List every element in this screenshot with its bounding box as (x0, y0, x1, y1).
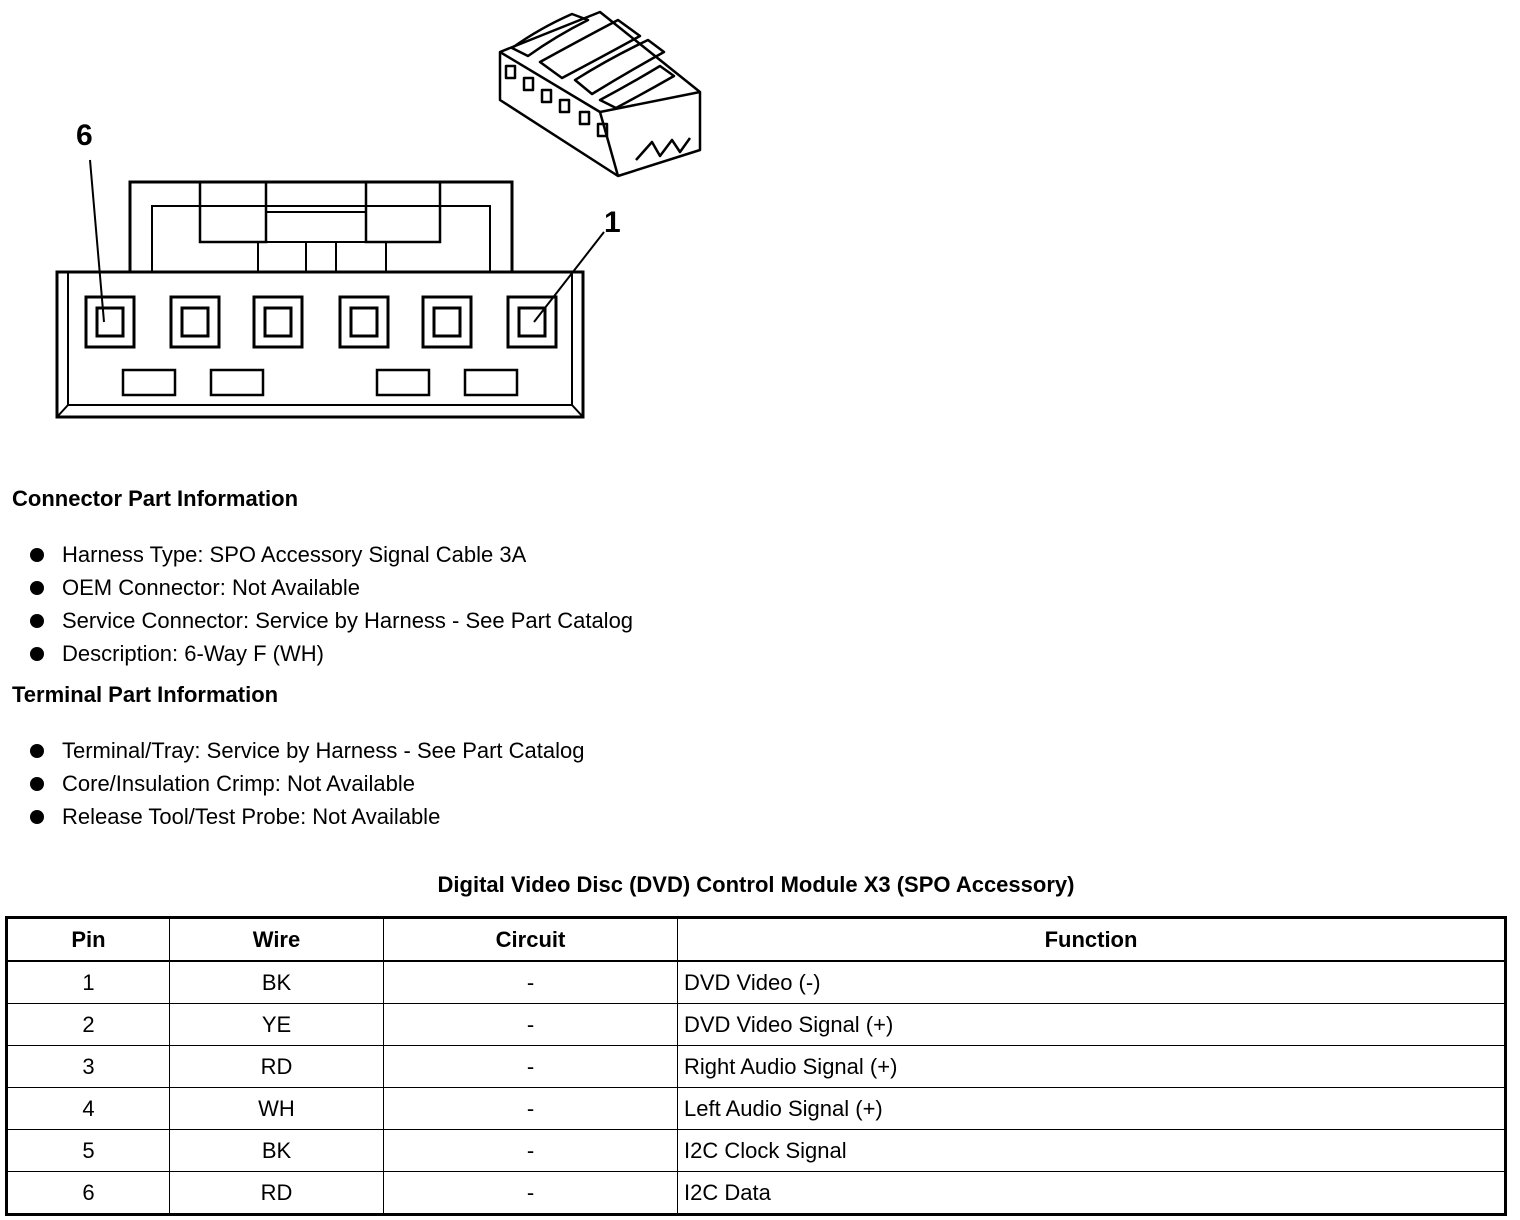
circuit-cell: - (383, 1129, 678, 1172)
function-cell: DVD Video Signal (+) (677, 1003, 1506, 1046)
bullet-icon (30, 614, 44, 628)
wire-cell: RD (169, 1045, 384, 1088)
column-header-function: Function (677, 917, 1506, 962)
column-header-circuit: Circuit (383, 917, 678, 962)
list-item: OEM Connector: Not Available (30, 571, 633, 604)
bullet-icon (30, 647, 44, 661)
bullet-icon (30, 581, 44, 595)
table-row: 1 BK - DVD Video (-) (6, 960, 1506, 1004)
list-item: Terminal/Tray: Service by Harness - See … (30, 734, 585, 767)
wire-cell: YE (169, 1003, 384, 1046)
bullet-icon (30, 744, 44, 758)
function-cell: Right Audio Signal (+) (677, 1045, 1506, 1088)
table-row: 5 BK - I2C Clock Signal (6, 1129, 1506, 1172)
circuit-cell: - (383, 1003, 678, 1046)
bullet-icon (30, 777, 44, 791)
wire-cell: RD (169, 1171, 384, 1215)
connector-info-title: Connector Part Information (12, 486, 299, 511)
table-row: 6 RD - I2C Data (6, 1171, 1506, 1215)
cavity-pin-4 (252, 295, 304, 349)
cavity-pin-6 (84, 295, 136, 349)
pinout-table: Pin Wire Circuit Function 1 BK - DVD Vid… (5, 916, 1507, 1216)
list-item: Service Connector: Service by Harness - … (30, 604, 633, 637)
function-cell: DVD Video (-) (677, 960, 1506, 1004)
column-header-pin: Pin (6, 917, 170, 962)
wire-cell: BK (169, 1129, 384, 1172)
pin-1-label: 1 (604, 206, 621, 239)
pin-cell: 5 (6, 1129, 170, 1172)
function-cell: Left Audio Signal (+) (677, 1087, 1506, 1130)
list-item: Core/Insulation Crimp: Not Available (30, 767, 585, 800)
pin-cell: 3 (6, 1045, 170, 1088)
pin-leader-lines (89, 159, 605, 323)
wire-cell: WH (169, 1087, 384, 1130)
table-row: 2 YE - DVD Video Signal (+) (6, 1003, 1506, 1046)
circuit-cell: - (383, 1045, 678, 1088)
list-item: Harness Type: SPO Accessory Signal Cable… (30, 538, 633, 571)
terminal-info-title: Terminal Part Information (12, 682, 279, 707)
terminal-info-list: Terminal/Tray: Service by Harness - See … (30, 734, 585, 833)
cavity-pin-2 (421, 295, 473, 349)
circuit-cell: - (383, 1171, 678, 1215)
bullet-icon (30, 810, 44, 824)
cavity-pin-1 (506, 295, 558, 349)
function-cell: I2C Data (677, 1171, 1506, 1215)
bullet-icon (30, 548, 44, 562)
table-row: 4 WH - Left Audio Signal (+) (6, 1087, 1506, 1130)
column-header-wire: Wire (169, 917, 384, 962)
lower-slots (121, 368, 519, 397)
function-cell: I2C Clock Signal (677, 1129, 1506, 1172)
circuit-cell: - (383, 960, 678, 1004)
terminal-cavities (84, 295, 558, 349)
wire-cell: BK (169, 960, 384, 1004)
cavity-pin-5 (169, 295, 221, 349)
table-header-row: Pin Wire Circuit Function (6, 917, 1506, 962)
connector-info-list: Harness Type: SPO Accessory Signal Cable… (30, 538, 633, 670)
list-item: Release Tool/Test Probe: Not Available (30, 800, 585, 833)
pin-cell: 4 (6, 1087, 170, 1130)
connector-diagram: 6 1 (55, 10, 702, 419)
connector-front-view (55, 180, 585, 419)
pin-6-label: 6 (76, 119, 93, 152)
pin-cell: 1 (6, 960, 170, 1004)
circuit-cell: - (383, 1087, 678, 1130)
cavity-pin-3 (338, 295, 390, 349)
table-row: 3 RD - Right Audio Signal (+) (6, 1045, 1506, 1088)
pin-cell: 2 (6, 1003, 170, 1046)
table-title: Digital Video Disc (DVD) Control Module … (437, 872, 1075, 897)
pin-cell: 6 (6, 1171, 170, 1215)
list-item: Description: 6-Way F (WH) (30, 637, 633, 670)
connector-isometric-illustration (498, 10, 702, 178)
